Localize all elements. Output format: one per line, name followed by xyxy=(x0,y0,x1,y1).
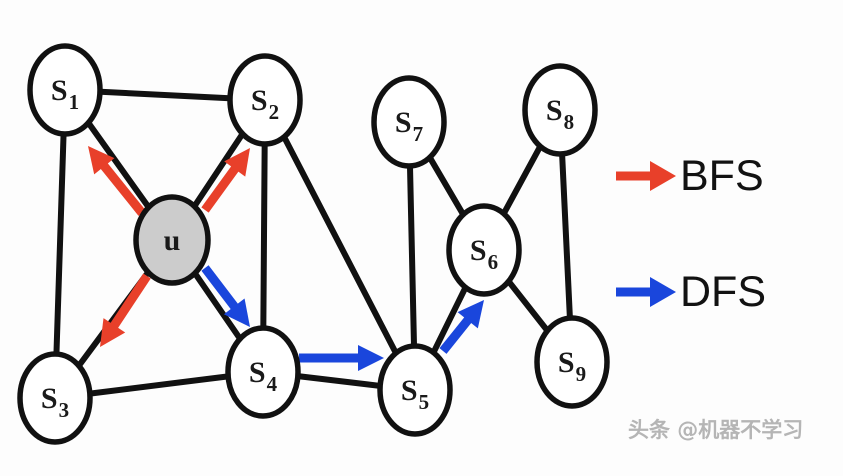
graph-edge xyxy=(94,88,236,102)
edges-layer xyxy=(53,88,574,397)
bfs-arrow-shaft xyxy=(97,159,146,216)
node-circle-s5 xyxy=(377,343,453,437)
bfs-arrow-head xyxy=(224,148,250,177)
bfs-arrow-head xyxy=(88,146,115,175)
graph-edge xyxy=(260,138,268,334)
graph-node-s6: S6 xyxy=(446,203,522,297)
node-label-u: u xyxy=(164,224,181,257)
graph-node-s9: S9 xyxy=(534,315,610,409)
legend-label-bfs: BFS xyxy=(680,151,764,200)
bfs-arrow-head xyxy=(100,318,126,347)
node-circle-s7 xyxy=(371,75,447,169)
traversal-arrows-layer xyxy=(88,146,484,371)
graph-node-s3: S3 xyxy=(17,351,93,445)
watermark: 头条 @机器不学习 xyxy=(628,418,804,442)
graph-edge xyxy=(190,268,245,344)
graph-edge xyxy=(499,141,545,219)
graph-node-s4: S4 xyxy=(225,325,301,419)
dfs-arrow-shaft xyxy=(439,313,475,354)
node-circle-s6 xyxy=(446,203,522,297)
dfs-arrow-head xyxy=(358,345,384,371)
graph-edge xyxy=(53,128,67,360)
legend-label-dfs: DFS xyxy=(680,267,766,316)
graph-edge xyxy=(84,373,234,397)
graph-edge xyxy=(84,118,153,212)
node-circle-s1 xyxy=(27,43,103,137)
graph-edge xyxy=(504,276,552,336)
graph-edge xyxy=(406,160,418,352)
node-circle-s3 xyxy=(17,351,93,445)
graph-edge xyxy=(190,129,247,211)
graph-node-s2: S2 xyxy=(227,53,303,147)
legend-item-bfs: BFS xyxy=(612,148,832,204)
node-circle-u xyxy=(133,194,211,286)
graph-edge xyxy=(425,152,468,220)
dfs-arrow-head xyxy=(223,298,250,327)
dfs-arrow-icon xyxy=(616,277,676,307)
bfs-arrow-shaft xyxy=(201,162,242,213)
node-circle-s2 xyxy=(227,53,303,147)
bfs-arrow-icon xyxy=(616,161,676,191)
graph-edge xyxy=(558,148,574,324)
graph-edge xyxy=(292,372,386,390)
node-circle-s4 xyxy=(225,325,301,419)
graph-node-s8: S8 xyxy=(522,63,598,157)
node-circle-s8 xyxy=(522,63,598,157)
dfs-arrow-head xyxy=(457,300,484,329)
legend-item-dfs: DFS xyxy=(612,264,832,320)
graph-node-u: u xyxy=(133,194,211,286)
node-circle-s9 xyxy=(534,315,610,409)
graph-edge xyxy=(280,132,400,358)
dfs-arrow-shaft xyxy=(201,265,241,314)
graph-node-s1: S1 xyxy=(27,43,103,137)
bfs-arrow-shaft xyxy=(107,273,151,332)
graph-edge xyxy=(429,282,470,358)
graph-node-s7: S7 xyxy=(371,75,447,169)
legend: BFS DFS xyxy=(612,148,832,380)
graph-node-s5: S5 xyxy=(377,343,453,437)
